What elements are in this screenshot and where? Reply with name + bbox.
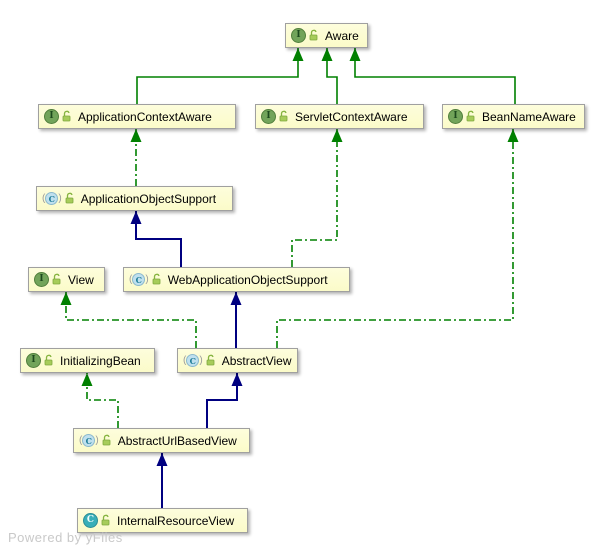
abstract-class-icon: (C) xyxy=(42,192,62,205)
node-bean-name-aware[interactable]: I BeanNameAware xyxy=(442,104,585,129)
node-label: BeanNameAware xyxy=(482,109,576,124)
powered-by-yfiles-label: Powered by yFiles xyxy=(8,530,123,545)
interface-icon: I xyxy=(291,28,306,43)
node-label: View xyxy=(68,272,94,287)
edge-abstract-view-to-bean-name-aware xyxy=(276,129,519,348)
node-label: ServletContextAware xyxy=(295,109,408,124)
edge-abstract-view-to-view xyxy=(60,292,197,348)
node-abstract-url-based-view[interactable]: (C) AbstractUrlBasedView xyxy=(73,428,250,453)
node-application-object-support[interactable]: (C) ApplicationObjectSupport xyxy=(36,186,233,211)
node-label: Aware xyxy=(325,28,359,43)
lock-icon xyxy=(65,192,74,204)
node-initializing-bean[interactable]: I InitializingBean xyxy=(20,348,155,373)
node-label: InternalResourceView xyxy=(117,513,235,528)
lock-icon xyxy=(309,29,318,41)
lock-icon xyxy=(152,273,161,285)
edge-servlet-context-aware-to-aware xyxy=(321,48,338,104)
lock-icon xyxy=(279,110,288,122)
edge-bean-name-aware-to-aware xyxy=(349,48,516,104)
interface-icon: I xyxy=(261,109,276,124)
lock-icon xyxy=(52,273,61,285)
edge-application-context-aware-to-aware xyxy=(136,48,304,104)
node-label: InitializingBean xyxy=(60,353,141,368)
node-view[interactable]: I View xyxy=(28,267,105,292)
lock-icon xyxy=(44,354,53,366)
lock-icon xyxy=(206,354,215,366)
class-icon: C xyxy=(83,513,98,528)
abstract-class-icon: (C) xyxy=(129,273,149,286)
node-web-application-object-support[interactable]: (C) WebApplicationObjectSupport xyxy=(123,267,350,292)
edge-web-application-object-support-to-servlet-context-aware xyxy=(291,129,343,267)
edge-abstract-url-based-view-to-abstract-view xyxy=(206,373,243,428)
interface-icon: I xyxy=(34,272,49,287)
lock-icon xyxy=(62,110,71,122)
edge-abstract-url-based-view-to-initializing-bean xyxy=(81,373,119,428)
abstract-class-icon: (C) xyxy=(183,354,203,367)
interface-icon: I xyxy=(44,109,59,124)
node-label: WebApplicationObjectSupport xyxy=(167,272,328,287)
node-abstract-view[interactable]: (C) AbstractView xyxy=(177,348,298,373)
node-servlet-context-aware[interactable]: I ServletContextAware xyxy=(255,104,424,129)
abstract-class-icon: (C) xyxy=(79,434,99,447)
node-aware[interactable]: I Aware xyxy=(285,23,368,48)
interface-icon: I xyxy=(448,109,463,124)
lock-icon xyxy=(466,110,475,122)
lock-icon xyxy=(102,434,111,446)
node-label: AbstractView xyxy=(221,353,292,368)
edge-web-application-object-support-to-application-object-support xyxy=(130,211,182,267)
node-internal-resource-view[interactable]: C InternalResourceView xyxy=(77,508,248,533)
node-label: ApplicationObjectSupport xyxy=(80,191,217,206)
node-application-context-aware[interactable]: I ApplicationContextAware xyxy=(38,104,236,129)
node-label: ApplicationContextAware xyxy=(78,109,212,124)
interface-icon: I xyxy=(26,353,41,368)
lock-icon xyxy=(101,514,110,526)
node-label: AbstractUrlBasedView xyxy=(117,433,237,448)
